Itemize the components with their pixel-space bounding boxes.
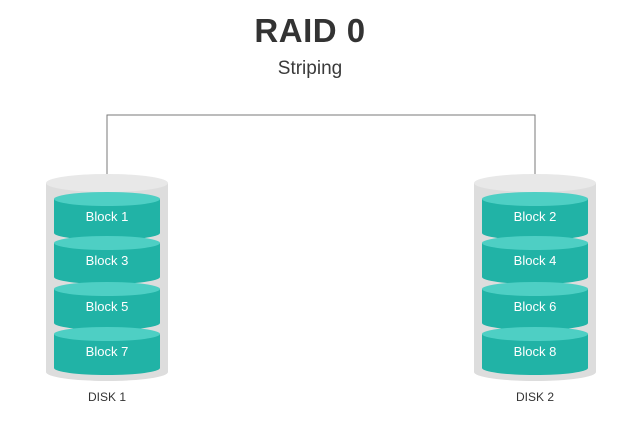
block-top xyxy=(482,282,588,296)
disk-2: Block 2 Block 4 Block 6 Block 8 DISK 2 xyxy=(474,174,596,404)
connector-line xyxy=(106,114,536,188)
block-top xyxy=(482,236,588,250)
disk-shell-top xyxy=(46,174,168,192)
disk-block: Block 6 xyxy=(482,282,588,330)
block-top xyxy=(54,282,160,296)
disk-block: Block 2 xyxy=(482,192,588,240)
block-side xyxy=(54,243,160,284)
block-label: Block 4 xyxy=(514,253,557,268)
disk-label: DISK 2 xyxy=(516,390,554,404)
diagram-subtitle: Striping xyxy=(277,58,343,79)
disk-block: Block 7 xyxy=(54,327,160,375)
disk-label: DISK 1 xyxy=(88,390,126,404)
block-side xyxy=(482,334,588,375)
block-label: Block 1 xyxy=(86,209,129,224)
disk-1: Block 1 Block 3 Block 5 Block 7 DISK 1 xyxy=(46,174,168,404)
block-label: Block 6 xyxy=(514,299,557,314)
block-side xyxy=(54,289,160,330)
disk-block: Block 8 xyxy=(482,327,588,375)
block-side xyxy=(54,334,160,375)
block-label: Block 5 xyxy=(86,299,129,314)
disk-shell-top xyxy=(474,174,596,192)
disk-block: Block 3 xyxy=(54,236,160,284)
block-label: Block 2 xyxy=(514,209,557,224)
disk-block: Block 1 xyxy=(54,192,160,240)
disk-block: Block 4 xyxy=(482,236,588,284)
block-top xyxy=(482,327,588,341)
disk-block: Block 5 xyxy=(54,282,160,330)
block-top xyxy=(482,192,588,206)
block-side xyxy=(54,199,160,240)
block-side xyxy=(482,243,588,284)
block-label: Block 8 xyxy=(514,344,557,359)
block-top xyxy=(54,192,160,206)
diagram-title: RAID 0 xyxy=(254,12,366,49)
block-label: Block 7 xyxy=(86,344,129,359)
block-side xyxy=(482,199,588,240)
block-label: Block 3 xyxy=(86,253,129,268)
block-side xyxy=(482,289,588,330)
block-top xyxy=(54,327,160,341)
block-top xyxy=(54,236,160,250)
